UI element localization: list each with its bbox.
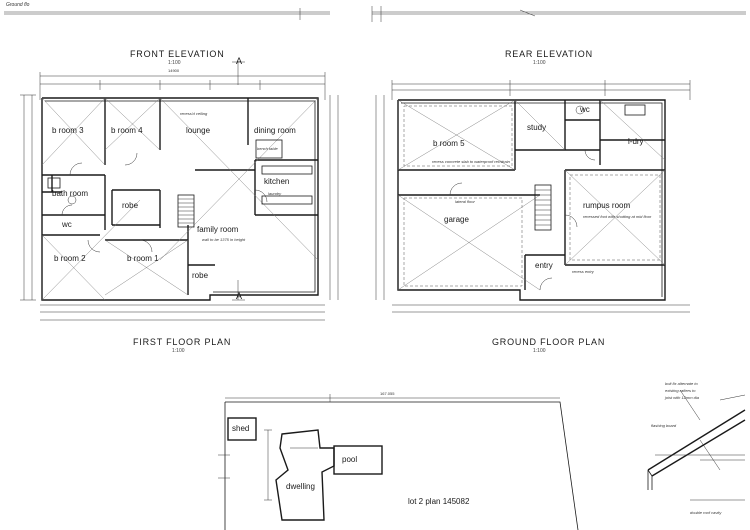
- ground-floor-plan-title: GROUND FLOOR PLAN: [492, 337, 606, 347]
- first-floor-plan-scale: 1:100: [172, 348, 185, 354]
- site-dwelling-label: dwelling: [286, 482, 315, 491]
- site-pool-label: pool: [342, 455, 358, 464]
- detail-note-1: bolt fix alternate to: [665, 381, 698, 386]
- eaves-detail: [647, 389, 746, 501]
- rear-elevation-scale: 1:100: [533, 60, 546, 66]
- note-entry: recess entry: [572, 269, 594, 274]
- rear-elevation-title: REAR ELEVATION: [505, 49, 593, 59]
- detail-fascia-note: double roof cavity: [690, 510, 722, 515]
- site-shed-label: shed: [232, 424, 250, 433]
- front-elevation-scale: 1:100: [168, 60, 181, 66]
- note-bench: bench table: [257, 146, 278, 151]
- note-rumpus: recessed foot with shutting at mid floor: [583, 214, 652, 219]
- room-study: study: [527, 123, 547, 132]
- room-dining: dining room: [254, 126, 296, 135]
- corner-note: Ground flo: [6, 2, 30, 8]
- site-boundary-dim: 167.055: [380, 391, 395, 396]
- note-family-wall: wall to be 1375 in height: [202, 237, 246, 242]
- room-entry: entry: [535, 261, 553, 270]
- section-marker-top: A: [236, 56, 243, 66]
- room-rumpus: rumpus room: [583, 201, 631, 210]
- room-broom1: b room 1: [127, 254, 159, 263]
- section-marker-bottom: A: [236, 291, 243, 301]
- room-family: family room: [197, 225, 239, 234]
- shed-outline: [227, 417, 257, 441]
- ground-floor-plan-scale: 1:100: [533, 348, 546, 354]
- first-floor-stair: [177, 194, 195, 228]
- detail-note-2: existing rafters to: [665, 388, 696, 393]
- first-floor-plan: [20, 61, 339, 321]
- ground-floor-plan: [375, 80, 691, 313]
- room-wc-first: wc: [62, 220, 72, 229]
- note-recess-ceiling: recess'd ceiling: [180, 111, 208, 116]
- detail-fascia-label: flashing board: [651, 423, 677, 428]
- room-ldry: l-dry: [628, 137, 644, 146]
- site-plan: [218, 394, 579, 530]
- room-kitchen: kitchen: [264, 177, 290, 186]
- dwelling-outline: [275, 429, 335, 521]
- room-broom4: b room 4: [111, 126, 143, 135]
- detail-note-3: joist with 12mm dia: [665, 395, 700, 400]
- room-lounge: lounge: [186, 126, 211, 135]
- room-broom5: b room 5: [433, 139, 465, 148]
- room-bathroom: bath room: [52, 189, 89, 198]
- room-robe-small: robe: [192, 271, 209, 280]
- site-lot-plan: lot 2 plan 145082: [408, 497, 470, 506]
- note-laundry: laundry: [268, 191, 282, 196]
- room-broom2: b room 2: [54, 254, 86, 263]
- room-garage: garage: [444, 215, 469, 224]
- first-floor-overall-dim: 14900: [168, 68, 180, 73]
- sheet-top-border: [4, 6, 746, 22]
- first-floor-plan-title: FIRST FLOOR PLAN: [133, 337, 232, 347]
- front-elevation-title: FRONT ELEVATION: [130, 49, 225, 59]
- room-broom3: b room 3: [52, 126, 84, 135]
- note-garage: lateral floor: [455, 199, 475, 204]
- pool-outline: [333, 445, 383, 475]
- room-robe-center: robe: [122, 201, 139, 210]
- room-wc-ground: wc: [580, 105, 590, 114]
- ground-floor-stair: [534, 184, 552, 231]
- note-recess-slab: recess concrete slab to waterproof rec/d…: [432, 159, 510, 164]
